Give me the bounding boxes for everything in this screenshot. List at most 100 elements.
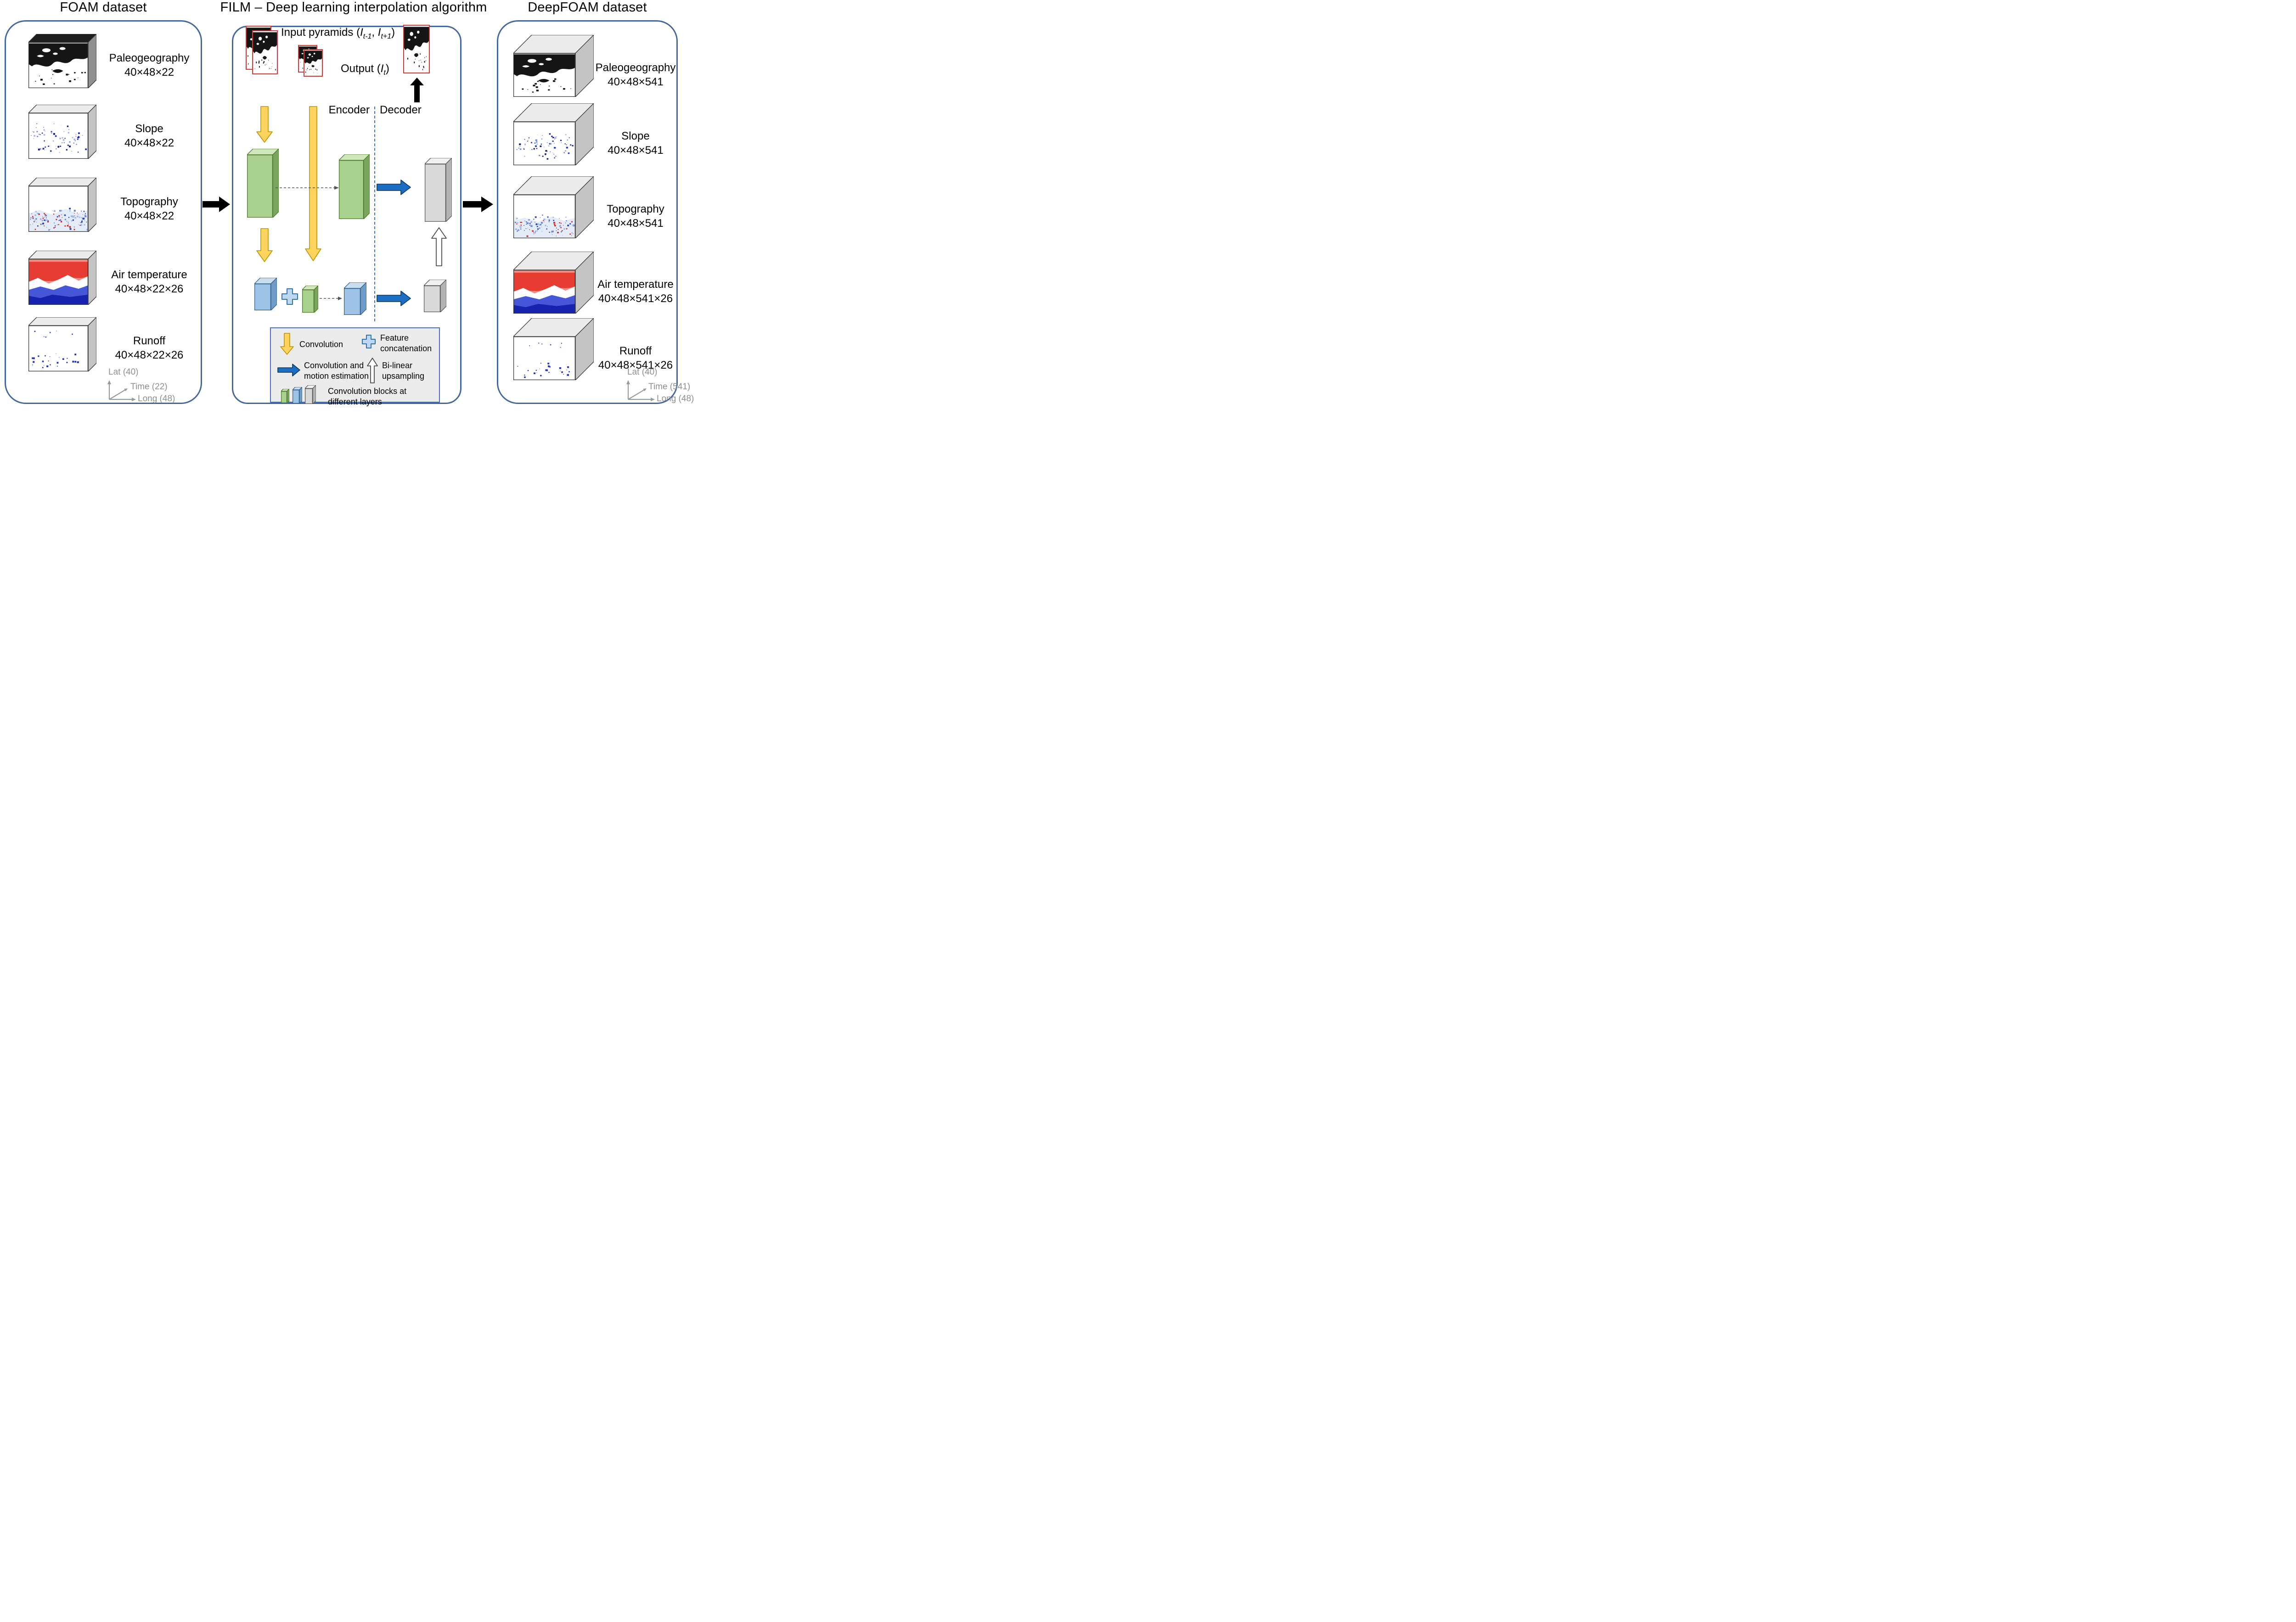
foam-cube-runoff	[28, 317, 97, 374]
deepfoam-label-slope: Slope 40×48×541	[593, 129, 678, 157]
dataset-dims: 40×48×22×26	[115, 283, 184, 295]
convolution-arrow-icon	[256, 106, 273, 143]
feature-concatenation-plus-icon	[362, 335, 376, 348]
deepfoam-label-air-temperature: Air temperature 40×48×541×26	[593, 277, 678, 306]
label-text: Output (	[341, 62, 381, 75]
dataset-name: Slope	[621, 130, 650, 142]
label-text: )	[385, 62, 389, 75]
legend-feature-concat-label: Feature concatenation	[380, 333, 432, 354]
math-subscript: t	[383, 68, 386, 77]
dataset-name: Air temperature	[111, 269, 187, 281]
foam-cube-air-temperature	[28, 250, 97, 307]
deepfoam-cube-topography	[513, 176, 594, 241]
legend-motion-label: Convolution and motion estimation	[304, 360, 369, 382]
dataset-name: Slope	[135, 123, 163, 135]
math-subscript: t-1	[363, 32, 372, 40]
encoder-decoder-divider	[374, 107, 375, 321]
deepfoam-axis-long-label: Long (48)	[657, 394, 694, 404]
deepfoam-cube-air-temperature	[513, 251, 594, 316]
map-thumbnail	[253, 31, 277, 73]
deepfoam-panel-title: DeepFOAM dataset	[528, 0, 647, 15]
foam-cube-paleogeography	[28, 34, 97, 90]
dataset-dims: 40×48×22×26	[115, 349, 184, 361]
decoder-block-large	[424, 157, 452, 224]
dataset-dims: 40×48×541×26	[598, 292, 673, 305]
film-panel	[232, 26, 461, 404]
legend-blocks-label: Convolution blocks at different layers	[328, 386, 406, 407]
dataset-name: Paleogeography	[109, 52, 190, 64]
deepfoam-axes-icon	[626, 380, 655, 401]
dataset-name: Paleogeography	[595, 62, 676, 74]
motion-estimation-arrow	[377, 180, 411, 195]
skip-connection-arrow	[276, 186, 339, 190]
encoder-conv-block-small	[302, 285, 319, 315]
foam-cube-slope	[28, 104, 97, 161]
encoder-conv-block-large	[247, 148, 279, 220]
legend-gray-block-icon	[304, 385, 316, 406]
math-var: I	[377, 26, 381, 39]
deepfoam-cube-paleogeography	[513, 34, 594, 99]
foam-label-runoff: Runoff 40×48×22×26	[99, 334, 200, 362]
feature-concatenation-plus-icon	[281, 288, 298, 305]
dataset-dims: 40×48×22	[124, 66, 174, 79]
legend-line: Convolution blocks at	[328, 387, 407, 396]
foam-label-slope: Slope 40×48×22	[99, 122, 200, 150]
convolution-arrow-tall-icon	[305, 106, 321, 261]
output-image	[403, 25, 430, 73]
dataset-name: Runoff	[133, 335, 166, 347]
encoder-feature-block-merged	[343, 282, 367, 317]
deepfoam-axis-time-label: Time (541)	[648, 382, 691, 392]
deepfoam-label-paleogeography: Paleogeography 40×48×541	[593, 61, 678, 89]
decoder-block-small	[423, 279, 447, 314]
figure-root: { "colors": { "panel_border": "#44679e",…	[0, 0, 694, 406]
dataset-dims: 40×48×541×26	[598, 359, 673, 371]
foam-axis-time-label: Time (22)	[130, 382, 168, 392]
foam-axis-long-label: Long (48)	[138, 394, 175, 404]
legend-green-block-icon	[281, 388, 290, 405]
dataset-dims: 40×48×541	[608, 144, 664, 157]
dataset-dims: 40×48×22	[124, 210, 174, 222]
legend-bilinear-label: Bi-linear upsampling	[382, 360, 424, 382]
legend-line: different layers	[328, 397, 382, 406]
deepfoam-label-runoff: Runoff 40×48×541×26	[593, 344, 678, 372]
deepfoam-axis-lat-label: Lat (40)	[627, 367, 658, 377]
legend-line: Convolution and	[304, 361, 364, 370]
motion-estimation-arrow-icon	[277, 364, 300, 376]
input-pyramids-label: Input pyramids (It-1, It+1)	[281, 26, 395, 41]
flow-arrow-film-to-deepfoam	[463, 196, 493, 212]
legend-line: upsampling	[382, 371, 425, 381]
legend-line: motion estimation	[304, 371, 369, 381]
math-subscript: t+1	[381, 32, 392, 40]
legend-convolution-label: Convolution	[299, 340, 343, 349]
foam-panel	[5, 20, 202, 404]
foam-label-paleogeography: Paleogeography 40×48×22	[99, 51, 200, 79]
legend-box: Convolution Feature concatenation Convol…	[270, 327, 440, 406]
legend-line: concatenation	[380, 344, 432, 353]
output-up-arrow	[410, 78, 424, 102]
decoder-label: Decoder	[380, 104, 422, 116]
label-text: Input pyramids (	[281, 26, 360, 39]
label-text: ,	[371, 26, 378, 39]
deepfoam-cube-runoff	[513, 318, 594, 382]
foam-label-topography: Topography 40×48×22	[99, 195, 200, 223]
dataset-dims: 40×48×541	[608, 76, 664, 88]
foam-axis-lat-label: Lat (40)	[108, 367, 139, 377]
dataset-name: Air temperature	[597, 278, 674, 291]
dataset-dims: 40×48×22	[124, 137, 174, 149]
encoder-feature-block	[254, 277, 277, 313]
deepfoam-panel	[497, 20, 678, 404]
dataset-dims: 40×48×541	[608, 217, 664, 230]
math-var: I	[360, 26, 363, 39]
encoder-label: Encoder	[328, 104, 370, 116]
convolution-arrow-icon	[256, 228, 273, 262]
dataset-name: Topography	[120, 196, 178, 208]
output-label: Output (It)	[341, 62, 389, 77]
deepfoam-cube-slope	[513, 103, 594, 168]
legend-blue-block-icon	[292, 387, 303, 406]
bilinear-upsampling-arrow	[431, 227, 447, 266]
label-text: )	[391, 26, 395, 39]
legend-line: Bi-linear	[382, 361, 413, 370]
motion-estimation-arrow	[377, 291, 411, 306]
input-pyramid-small-front	[304, 49, 323, 77]
dataset-name: Runoff	[619, 345, 652, 357]
